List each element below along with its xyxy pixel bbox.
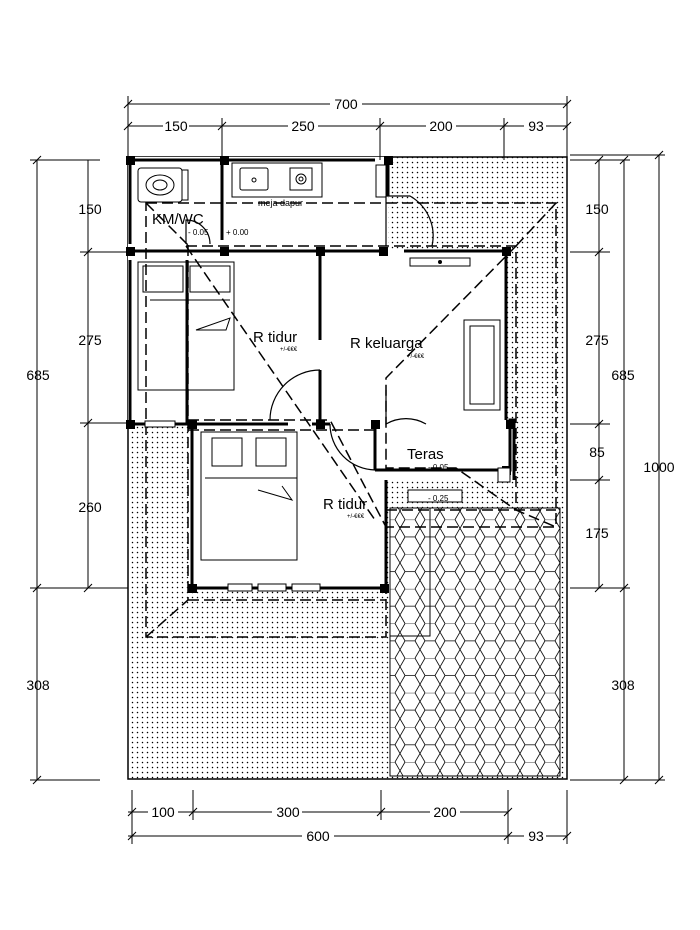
level-teras-step: - 0.25 (428, 494, 449, 503)
dim-bottom-3: 200 (433, 804, 457, 820)
kitchen-counter (231, 162, 323, 198)
label-r-tidur-2: R tidur (323, 496, 367, 513)
plant-box (497, 467, 511, 483)
label-meja-dapur: meja dapur (258, 198, 303, 208)
dim-right-5: 308 (611, 677, 635, 693)
dim-right-partial: 685 (611, 367, 635, 383)
bed-1 (137, 261, 235, 391)
dim-right-2: 275 (585, 332, 609, 348)
dim-left-3: 260 (78, 499, 102, 515)
dim-left-4: 308 (26, 677, 50, 693)
dim-top-total: 700 (334, 96, 358, 112)
bed-2 (200, 431, 298, 561)
level-dapur: + 0.00 (226, 228, 249, 237)
dim-right-4: 175 (585, 525, 609, 541)
toilet-icon (137, 167, 189, 203)
tv-cabinet (409, 257, 471, 267)
sofa (463, 319, 501, 411)
dim-right-total: 1000 (643, 459, 674, 475)
wardrobe-kitchen (375, 164, 387, 198)
dim-top-2: 250 (291, 118, 315, 134)
step-plate (407, 489, 463, 503)
dim-right-1: 150 (585, 201, 609, 217)
dim-left-2: 275 (78, 332, 102, 348)
doors (185, 195, 434, 471)
level-kmwc: - 0.05 (188, 228, 209, 237)
dim-bottom-total: 600 (306, 828, 330, 844)
dim-left-total: 685 (26, 367, 50, 383)
level-labels: - 0.05 + 0.00 - 0.05 - 0.25 +/-€€€ +/-€€… (188, 228, 449, 520)
windows (144, 420, 321, 592)
label-r-tidur-1: R tidur (253, 329, 297, 346)
dim-bottom-1: 100 (151, 804, 175, 820)
dim-bottom-extra: 93 (528, 828, 544, 844)
label-teras: Teras (407, 446, 444, 463)
level-tidur-2: +/-€€€ (347, 514, 365, 520)
dim-bottom-2: 300 (276, 804, 300, 820)
label-kmwc: KM/WC (152, 211, 204, 228)
label-r-keluarga: R keluarga (350, 335, 423, 352)
level-tidur-1: +/-€€€ (280, 347, 298, 353)
room-labels: KM/WC meja dapur R tidur R keluarga Tera… (152, 198, 444, 513)
dim-top-4: 93 (528, 118, 544, 134)
dim-top-3: 200 (429, 118, 453, 134)
dimension-labels: 700 150 250 200 93 100 300 200 600 93 15… (26, 96, 675, 844)
dim-left-1: 150 (78, 201, 102, 217)
house-interior (128, 157, 514, 588)
dim-right-3: 85 (589, 444, 605, 460)
level-keluarga: +/-€€€ (407, 354, 425, 360)
dim-top-1: 150 (164, 118, 188, 134)
level-teras: - 0.05 (428, 463, 449, 472)
